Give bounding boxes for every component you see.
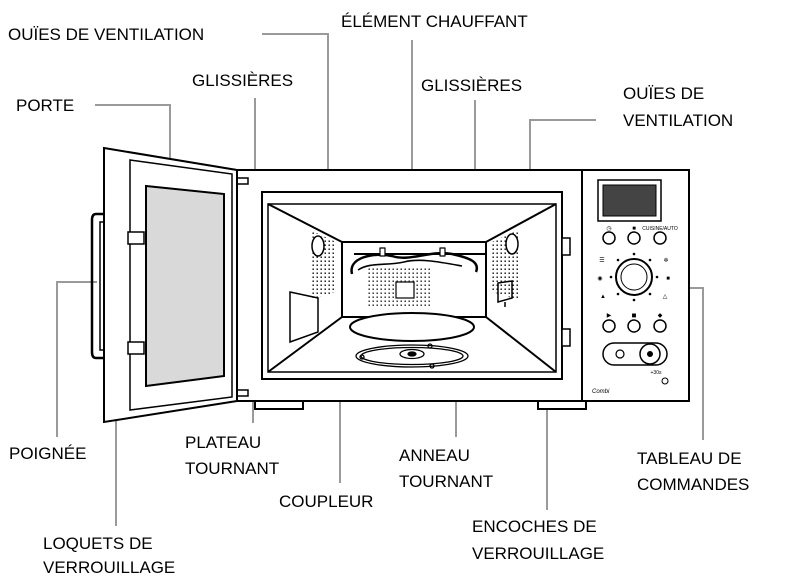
roller-ring-inner [360,346,464,366]
control-panel: ◷ ■ CUISINE/AUTO ☰ ◉ ▲ ❄ ■ △ [592,179,678,395]
right-wall-panel [497,280,513,303]
mode-icon-micro: ■ [666,276,670,282]
turntable [349,312,475,342]
rail-left [311,235,325,257]
label-latch-holes-line2: VERROUILLAGE [472,544,604,563]
label-coupler: COUPLEUR [279,492,373,511]
door [90,146,249,424]
auto-cook-button[interactable] [653,231,667,245]
label-door: PORTE [16,96,74,115]
label-latch-holes-line1: ENCOCHES DE [472,517,597,536]
label-turntable-line1: PLATEAU [185,433,261,452]
labels: OUÏES DE VENTILATION ÉLÉMENT CHAUFFANT G… [8,12,749,576]
clock-icon: ◷ [606,226,611,232]
stop-icon: ◼ [632,313,637,319]
roller-wheel-3 [427,343,433,349]
clock-button[interactable] [602,231,616,245]
mode-icon-grill: ☰ [599,257,604,264]
label-door-latches-line1: LOQUETS DE [43,534,153,553]
door-latch-bottom [127,341,145,355]
label-control-panel-line1: TABLEAU DE [637,449,742,468]
stop-button[interactable] [627,319,641,333]
cavity-edge-br [485,316,557,373]
auto-cook-label: CUISINE/AUTO [642,226,678,232]
rails [311,233,519,257]
mode-dial-marks [609,252,659,302]
mode-icon-heat: △ [663,294,668,300]
label-roller-ring-line1: ANNEAU [399,446,470,465]
display-screen [602,184,657,217]
roller-wheel-1 [359,354,365,360]
cavity-edge-bl [267,316,343,373]
cavity-edge-tl [267,203,343,243]
select-icon: ◆ [658,313,663,319]
cavity-edge-tr [485,203,557,243]
select-button[interactable] [653,319,667,333]
door-handle [90,212,109,360]
label-vents-right-line1: OUÏES DE [623,84,704,103]
start-knob-label: +30s [651,370,662,376]
mode-dial-inner [620,263,648,291]
label-roller-ring-line2: TOURNANT [399,472,493,491]
door-window [145,184,225,388]
heating-element [350,247,486,275]
coupler-core [407,351,417,357]
label-vents-right-line2: VENTILATION [623,111,733,130]
door-latch-top [127,231,145,245]
weight-button[interactable] [627,231,641,245]
label-turntable-line2: TOURNANT [185,459,279,478]
waveguide-cover [395,281,415,299]
roller-wheel-2 [429,363,435,369]
latch-hole-bottom [561,328,571,347]
mode-icon-convection: ▲ [600,294,606,300]
start-knob-center [647,351,653,357]
label-rails-right: GLISSIÈRES [421,76,522,95]
hinge-bottom [236,389,249,397]
mode-icon-defrost: ❄ [663,257,668,264]
start-button[interactable] [602,319,616,333]
label-vents-left: OUÏES DE VENTILATION [8,25,204,44]
wall-details [289,280,513,344]
label-rails-left: GLISSIÈRES [192,71,293,90]
cavity-inner [267,203,557,373]
door-frame-inner [129,159,233,411]
start-icon: ▶ [607,313,612,319]
roller-ring-group [355,343,469,369]
label-door-latches-line2: VERROUILLAGE [43,558,175,576]
mode-icon-combi: ◉ [597,276,602,282]
label-heating-element: ÉLÉMENT CHAUFFANT [341,12,528,31]
brand-logo: Combi [592,389,610,395]
mode-icons: ☰ ◉ ▲ ❄ ■ △ [597,257,670,300]
left-wall-panel [289,291,319,344]
eco-button[interactable] [661,377,669,385]
rail-right [505,233,519,255]
label-control-panel-line2: COMMANDES [637,475,749,494]
latch-hole-top [561,237,571,256]
label-handle: POIGNÉE [9,444,86,463]
door-release-button[interactable] [615,349,625,359]
roller-ring [355,344,469,368]
latch-holes [561,237,571,347]
leader-handle [56,281,97,437]
hinge-top [236,177,249,185]
weight-icon: ■ [632,226,636,232]
